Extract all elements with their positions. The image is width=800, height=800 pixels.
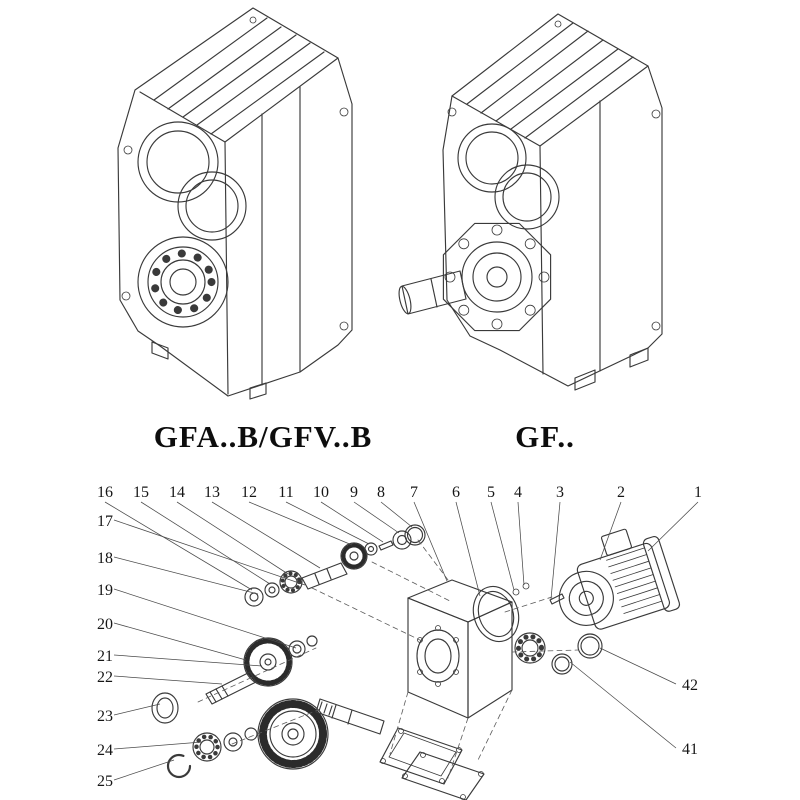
- model-label-right: GF..: [515, 419, 575, 454]
- part-number-12: 12: [241, 484, 257, 501]
- part-number-20: 20: [97, 616, 113, 633]
- part-number-15: 15: [133, 484, 149, 501]
- motor: [558, 528, 681, 630]
- gearbox-drawing-right-isometric: [398, 13, 663, 391]
- assembly-axis-lines: [197, 539, 579, 779]
- part-number-18: 18: [97, 550, 113, 567]
- part-number-23: 23: [97, 708, 113, 725]
- part-number-42: 42: [682, 677, 698, 694]
- part-number-21: 21: [97, 648, 113, 665]
- part-number-10: 10: [313, 484, 329, 501]
- part-number-14: 14: [169, 484, 185, 501]
- part-number-6: 6: [452, 484, 460, 501]
- labels: GFA..B/GFV..B GF.. 16 15 14 13 12 11 10 …: [97, 419, 702, 790]
- part-number-4: 4: [514, 484, 522, 501]
- part-number-22: 22: [97, 669, 113, 686]
- callout-leader-lines: [104, 501, 699, 781]
- output-shaft-parts: [151, 692, 385, 779]
- part-number-1: 1: [694, 484, 702, 501]
- gearbox-drawing-left-isometric: [117, 7, 353, 400]
- part-number-5: 5: [487, 484, 495, 501]
- part-number-9: 9: [350, 484, 358, 501]
- part-number-13: 13: [204, 484, 220, 501]
- part-number-16: 16: [97, 484, 113, 501]
- part-number-3: 3: [556, 484, 564, 501]
- part-number-24: 24: [97, 742, 113, 759]
- input-shaft-parts: [244, 524, 426, 607]
- part-number-2: 2: [617, 484, 625, 501]
- part-number-17: 17: [97, 513, 113, 530]
- part-number-41: 41: [682, 741, 698, 758]
- cover-plates: [379, 727, 485, 800]
- intermediate-gear-parts: [205, 635, 318, 705]
- part-number-11: 11: [278, 484, 293, 501]
- exploded-view: [151, 524, 681, 800]
- housing: [407, 579, 513, 719]
- part-number-19: 19: [97, 582, 113, 599]
- motor-side-parts: [472, 582, 603, 675]
- part-number-25: 25: [97, 773, 113, 790]
- model-label-left: GFA..B/GFV..B: [154, 419, 373, 454]
- part-number-8: 8: [377, 484, 385, 501]
- part-number-7: 7: [410, 484, 418, 501]
